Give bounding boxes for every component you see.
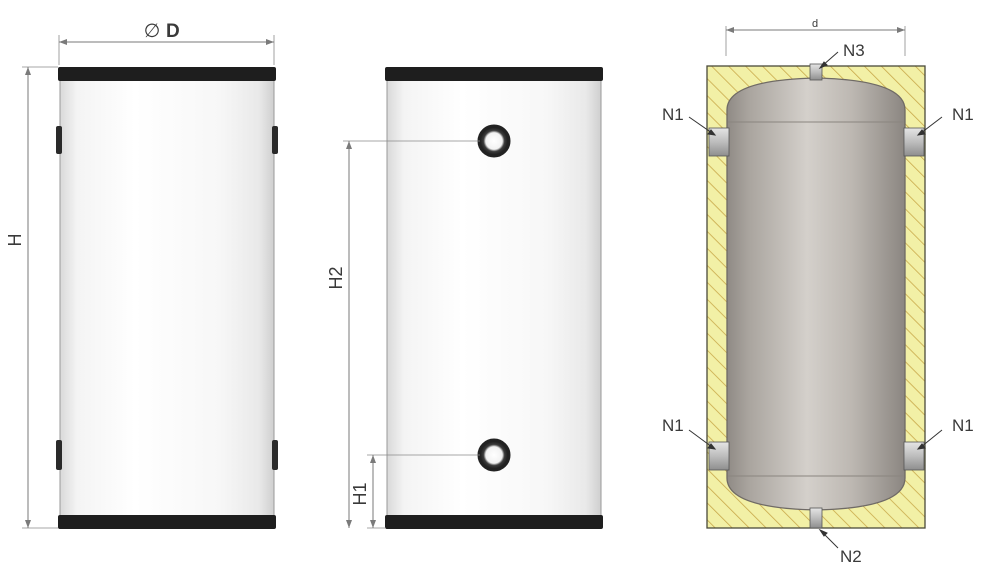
height-label: H <box>5 234 25 247</box>
h2-dimension: H2 <box>326 140 480 528</box>
view-section: d N3 N2 N1 N1 N1 N1 <box>662 18 974 566</box>
side-connection-left-top <box>56 126 62 154</box>
h1-dimension: H1 <box>350 454 480 529</box>
label-n1-top-left: N1 <box>662 105 684 124</box>
side-connection-left-bottom <box>56 440 62 470</box>
label-n1-bottom-left: N1 <box>662 416 684 435</box>
label-n1-top-right: N1 <box>952 105 974 124</box>
height-dimension: H <box>5 66 58 529</box>
view-front: H2 H1 <box>326 67 603 529</box>
inner-diameter-dimension: d <box>725 18 906 56</box>
nozzle-n3 <box>809 63 823 81</box>
inner-tank <box>726 77 906 511</box>
nozzle-n2 <box>809 507 823 529</box>
side-connection-right-top <box>272 126 278 154</box>
diameter-label: D <box>166 21 180 42</box>
label-n2: N2 <box>840 547 862 566</box>
upper-port <box>479 126 509 156</box>
bottom-band-front <box>385 515 603 529</box>
label-n1-bottom-right: N1 <box>952 416 974 435</box>
top-band <box>58 67 276 81</box>
diameter-symbol: ∅ <box>144 21 161 42</box>
h2-label: H2 <box>326 266 346 289</box>
cylinder-body <box>59 69 275 521</box>
top-band-front <box>385 67 603 81</box>
lower-port <box>479 440 509 470</box>
h1-label: H1 <box>350 482 370 505</box>
view-exterior: ∅ D H <box>5 21 278 529</box>
inner-diameter-label: d <box>812 18 818 30</box>
bottom-band <box>58 515 276 529</box>
diameter-dimension: ∅ D <box>58 21 275 65</box>
side-connection-right-bottom <box>272 440 278 470</box>
label-n3: N3 <box>843 41 865 60</box>
